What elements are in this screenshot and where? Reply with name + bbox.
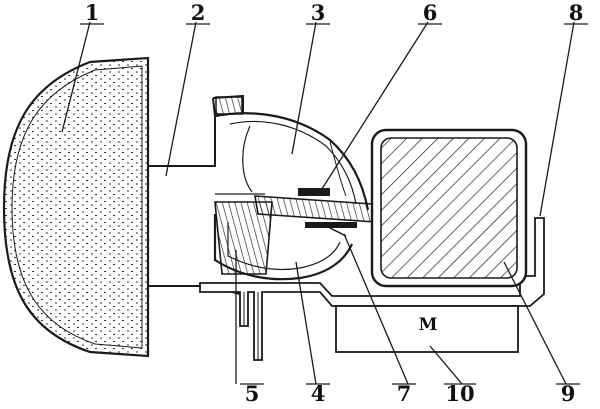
label-1: 1 xyxy=(85,0,100,25)
label-9: 9 xyxy=(561,381,576,406)
label-5: 5 xyxy=(245,381,260,406)
part-labels: 1 2 3 6 8 5 4 7 10 9 xyxy=(85,0,584,406)
contact-plate-part-6 xyxy=(254,188,378,237)
upper-housing-part-3 xyxy=(212,94,370,211)
label-7: 7 xyxy=(397,381,412,406)
dome-part-1 xyxy=(2,56,150,358)
label-6: 6 xyxy=(423,0,438,25)
label-4: 4 xyxy=(311,381,326,406)
label-10: 10 xyxy=(445,381,474,406)
label-8: 8 xyxy=(569,0,584,25)
motor-box: M xyxy=(335,305,519,353)
leader-lines xyxy=(61,21,575,385)
core-part-5 xyxy=(214,201,273,275)
label-3: 3 xyxy=(311,0,326,25)
motor-label: M xyxy=(419,315,438,335)
label-underlines xyxy=(80,23,588,385)
base-bracket xyxy=(199,217,545,361)
label-2: 2 xyxy=(191,0,206,25)
magnet-block-part-9 xyxy=(370,128,528,288)
